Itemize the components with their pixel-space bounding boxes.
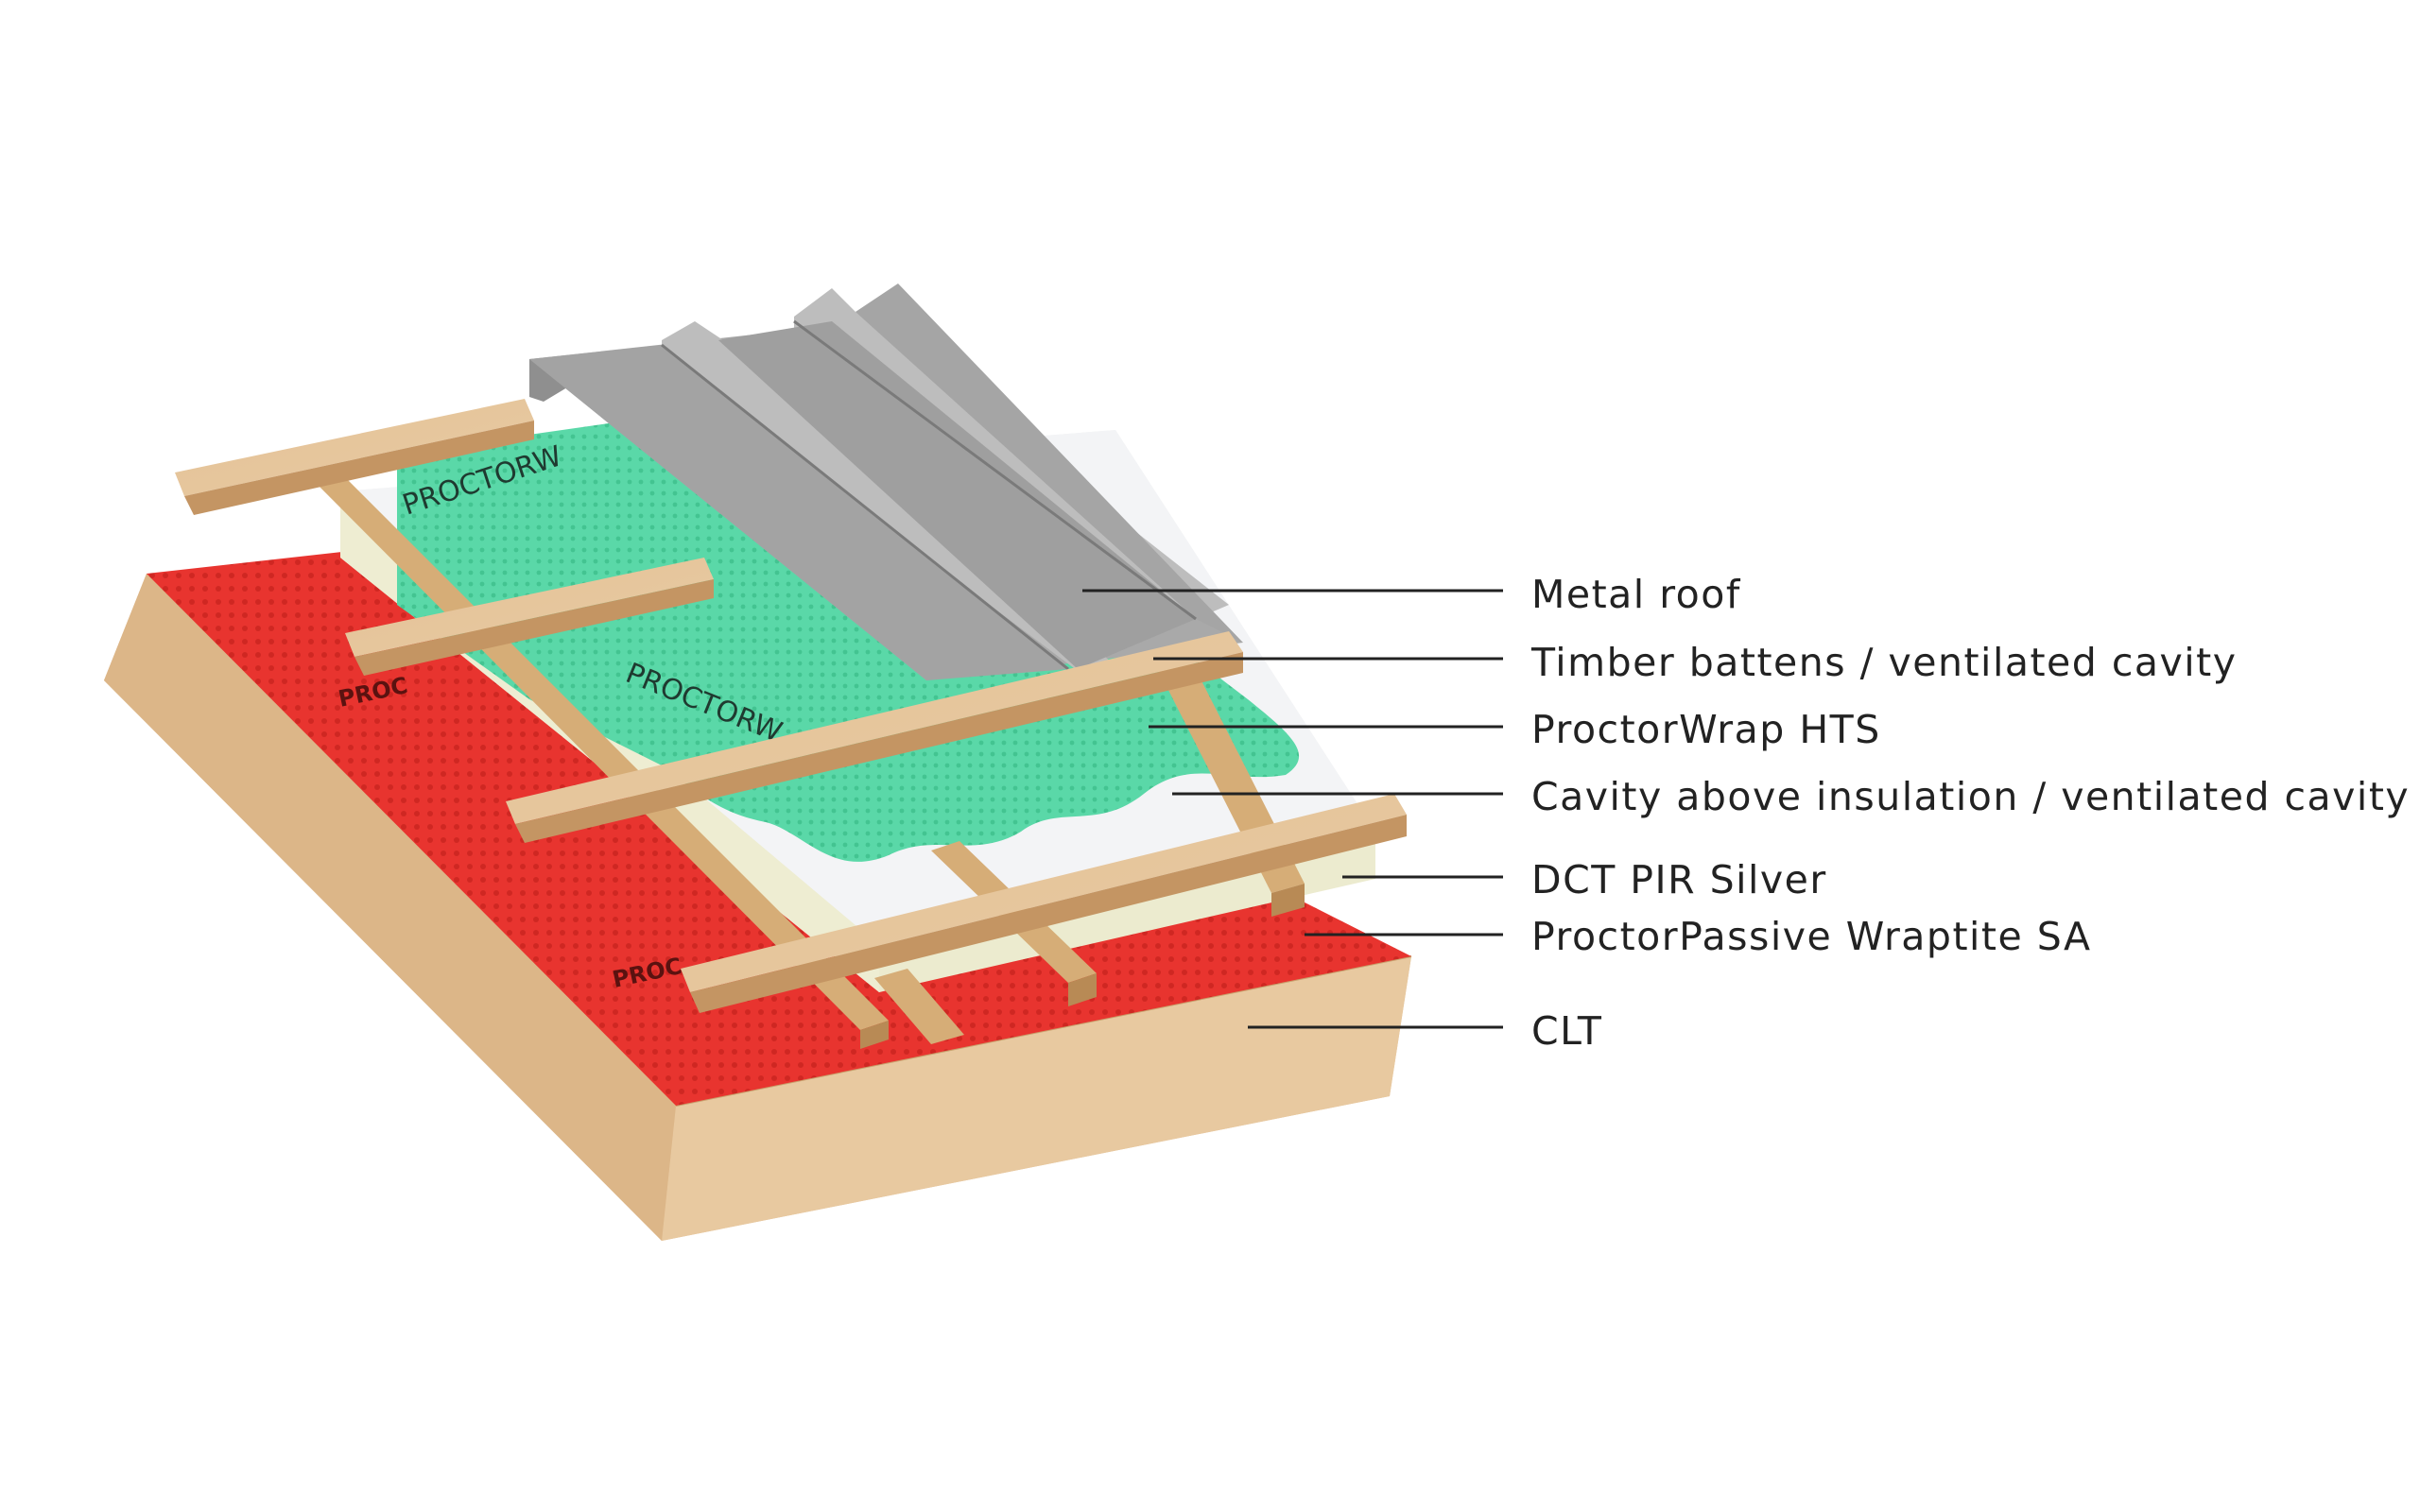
label-dct-pir-silver: DCT PIR Silver (1531, 857, 1827, 902)
batten-3 (506, 631, 1243, 843)
label-metal-roof: Metal roof (1531, 572, 1741, 617)
label-cavity-above-insulation: Cavity above insulation / ventilated cav… (1531, 774, 2411, 819)
leader-lines (1082, 589, 1503, 1029)
label-proctorpassive-wraptite: ProctorPassive Wraptite SA (1531, 914, 2092, 959)
batten-4 (681, 794, 1407, 1013)
batten-2 (345, 558, 714, 676)
proctorwrap-hts-membrane: PROCTORW PROCTORW (397, 416, 1300, 862)
timber-battens (175, 399, 1407, 1013)
label-proctorwrap-hts: ProctorWrap HTS (1531, 707, 1881, 752)
label-timber-battens: Timber battens / ventilated cavity (1531, 640, 2238, 685)
label-clt: CLT (1531, 1008, 1603, 1054)
metal-roof-sheet (529, 284, 1243, 680)
batten-1 (175, 399, 534, 515)
